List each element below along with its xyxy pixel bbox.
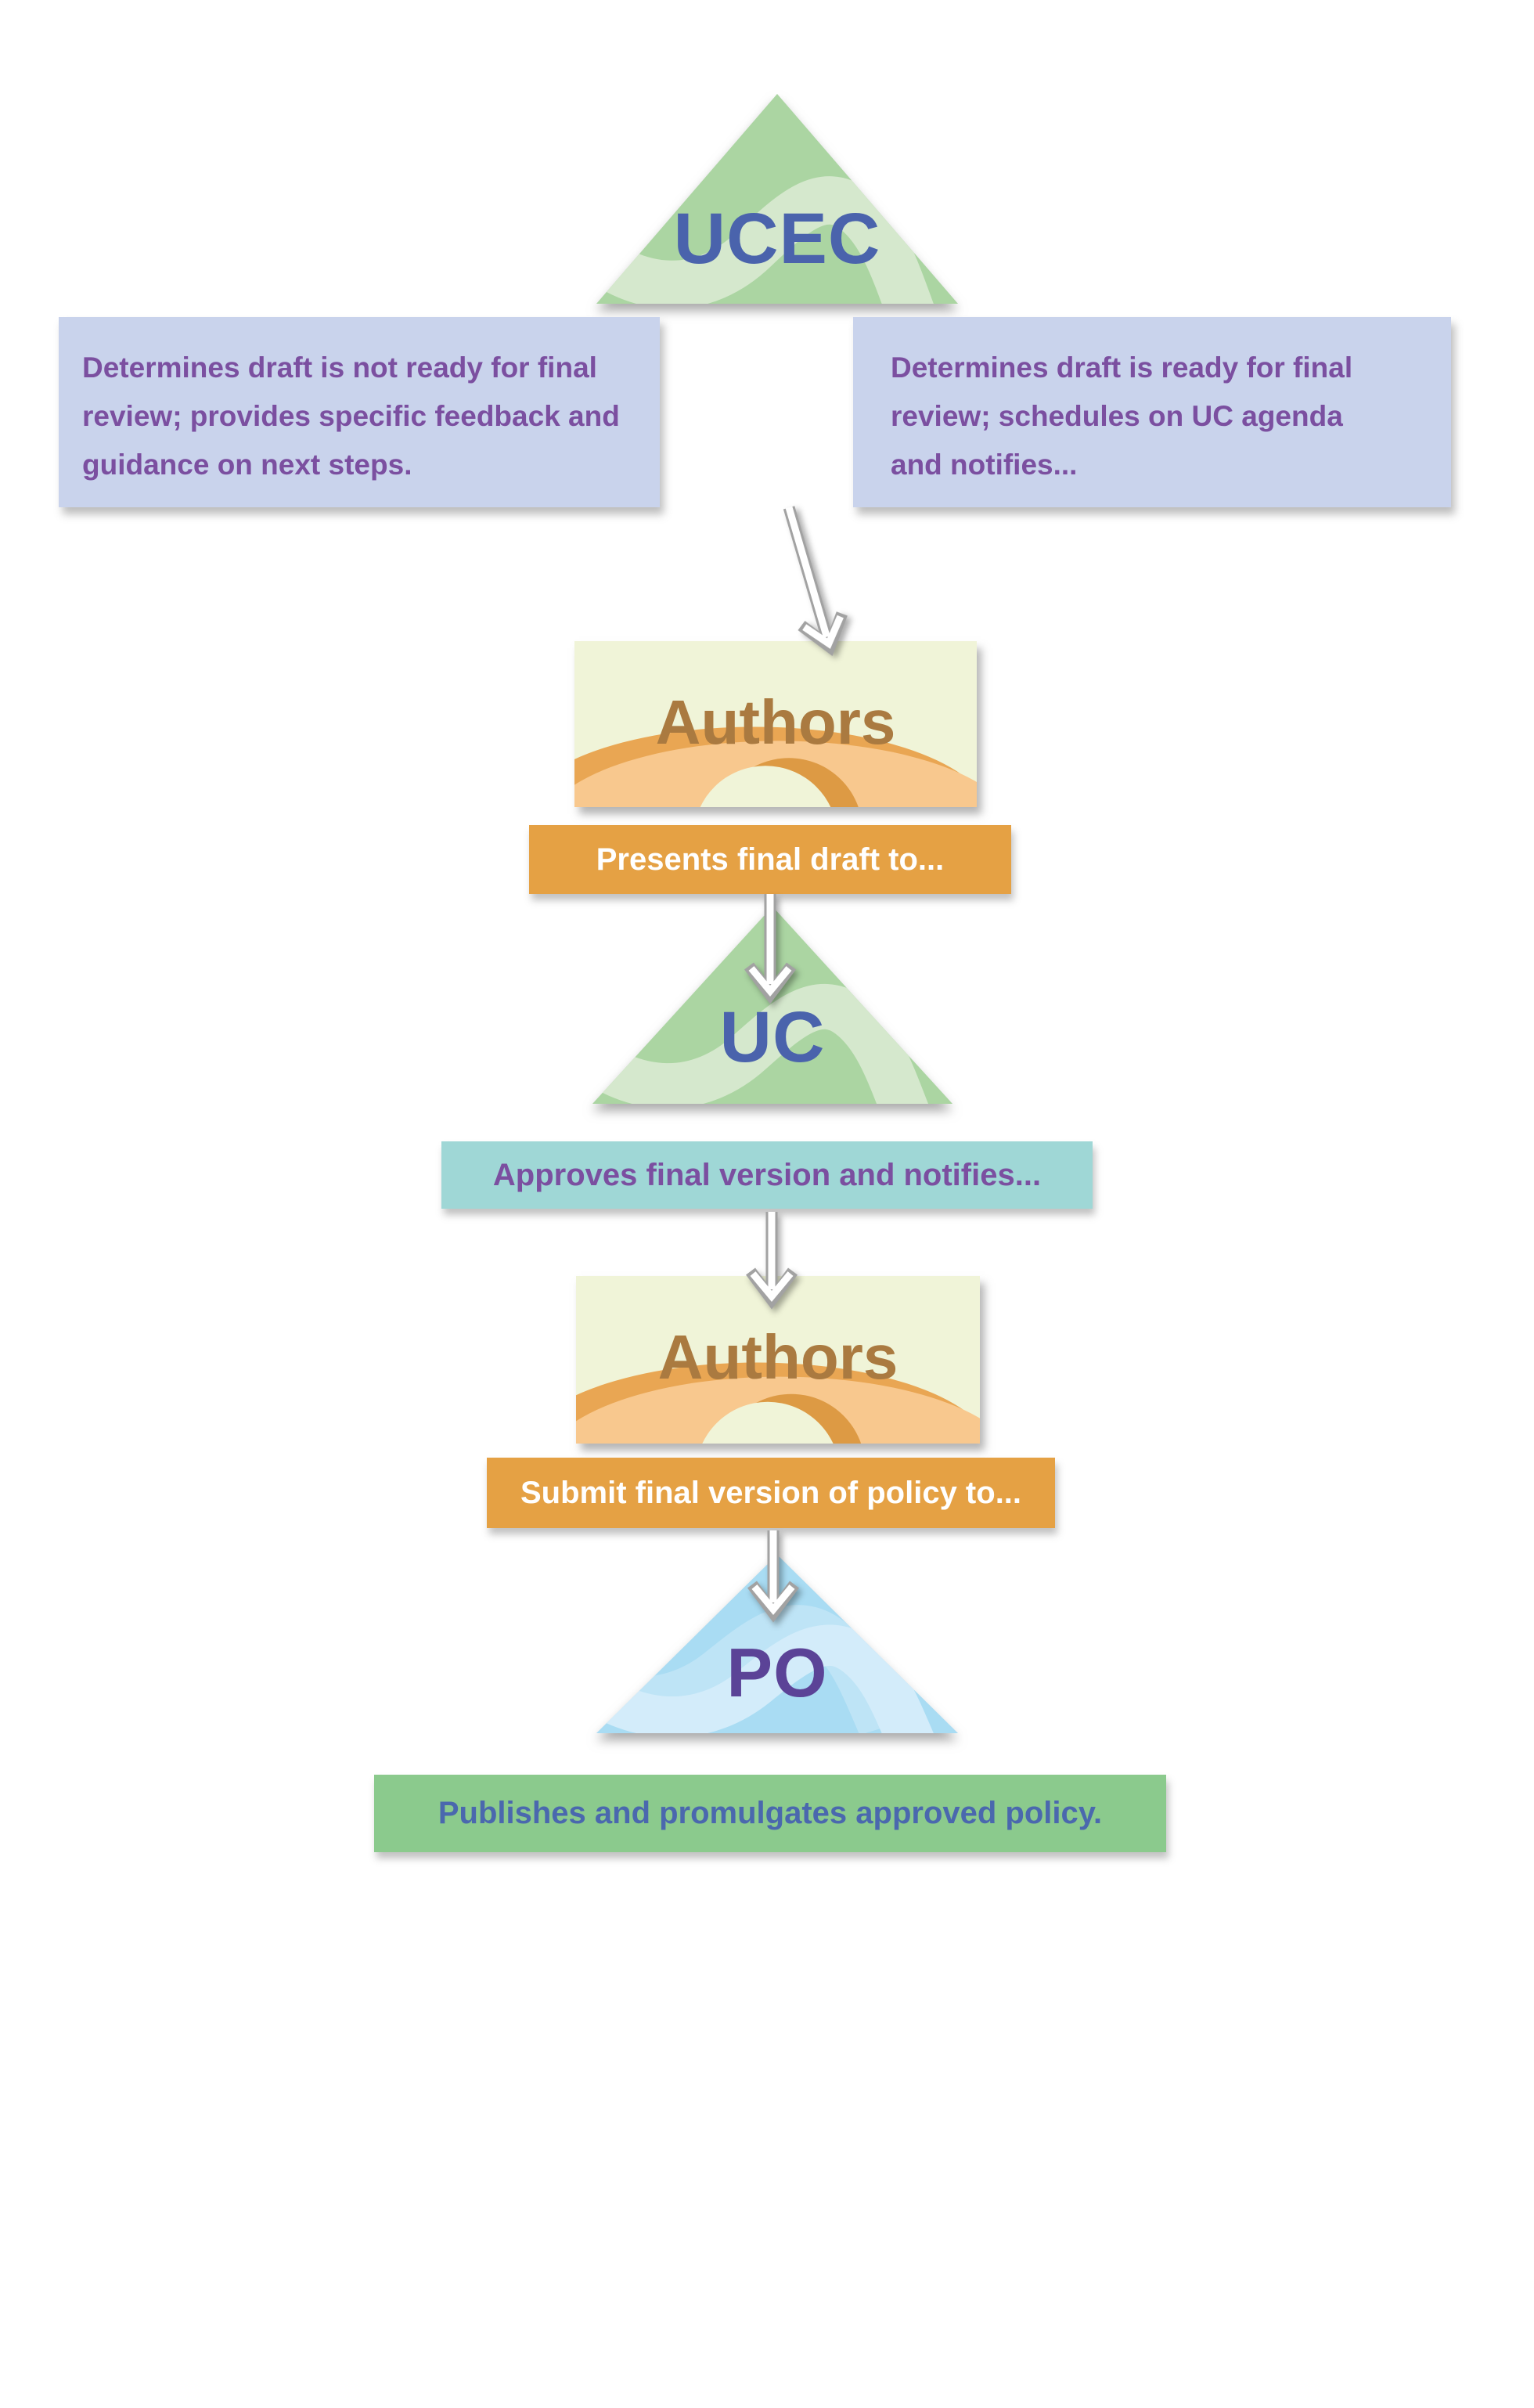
authors-box-first: Authors <box>574 641 977 807</box>
authors-arch-decoration <box>576 1362 980 1444</box>
po-triangle: PO <box>596 1555 958 1733</box>
authors-first-label: Authors <box>655 687 896 757</box>
uc-label: UC <box>719 997 826 1077</box>
note-not-ready: Determines draft is not ready for final … <box>59 317 660 507</box>
triangle-wave-decoration <box>596 176 937 304</box>
uc-triangle-shape <box>592 907 952 1104</box>
note-line: and notifies... <box>891 449 1078 481</box>
uc-triangle: UC <box>592 907 952 1104</box>
authors-arch-decoration <box>574 726 977 807</box>
banner-publishes: Publishes and promulgates approved polic… <box>374 1775 1166 1852</box>
note-line: review; schedules on UC agenda <box>891 400 1343 432</box>
po-label: PO <box>726 1634 828 1712</box>
banner-presents: Presents final draft to... <box>529 825 1011 894</box>
ucec-label: UCEC <box>673 199 881 279</box>
triangle-wave-decoration <box>592 983 932 1104</box>
note-line: Determines draft is ready for final <box>891 351 1353 384</box>
banner-presents-label: Presents final draft to... <box>596 842 945 877</box>
arrow-ready-to-authors <box>783 506 848 656</box>
banner-submit-label: Submit final version of policy to... <box>520 1475 1022 1510</box>
banner-publishes-label: Publishes and promulgates approved polic… <box>438 1796 1103 1830</box>
note-line: guidance on next steps. <box>82 449 412 481</box>
note-ready: Determines draft is ready for final revi… <box>853 317 1451 507</box>
ucec-triangle-shape <box>596 94 958 304</box>
ucec-triangle: UCEC <box>596 94 958 304</box>
po-triangle-shape <box>596 1555 958 1733</box>
banner-approves-label: Approves final version and notifies... <box>492 1157 1042 1192</box>
note-line: review; provides specific feedback and <box>82 400 620 432</box>
authors-second-label: Authors <box>657 1322 898 1393</box>
authors-box-second: Authors <box>576 1276 980 1444</box>
banner-submit: Submit final version of policy to... <box>487 1458 1055 1528</box>
banner-approves: Approves final version and notifies... <box>441 1141 1093 1209</box>
note-line: Determines draft is not ready for final <box>82 351 597 384</box>
